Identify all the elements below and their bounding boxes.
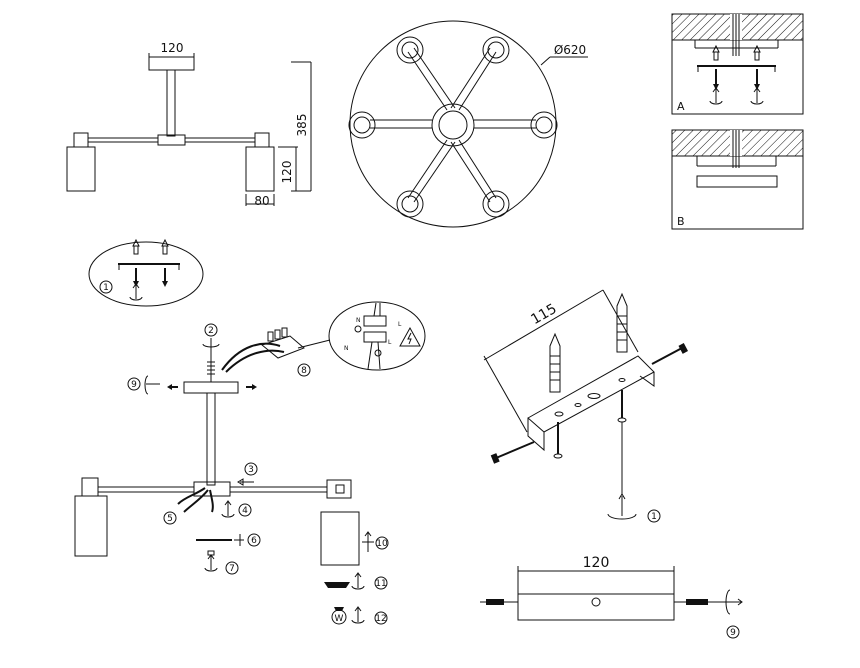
wire-n-top: N: [356, 317, 361, 324]
bolt: [495, 441, 535, 459]
panel-a-label: A: [677, 100, 685, 113]
step-9-badge-right: 9: [730, 628, 736, 638]
step-10-badge: 10: [376, 539, 388, 549]
step-2-badge: 2: [208, 326, 214, 336]
step-9-badge-left: 9: [131, 380, 137, 390]
stem: [166, 69, 176, 137]
canopy: [148, 56, 195, 71]
span-circle: [349, 20, 557, 228]
rotate-icon: [144, 375, 149, 395]
step-12-badge: 12: [375, 614, 386, 624]
lamp-holders: [348, 36, 558, 218]
wire-l-bottom: L: [388, 339, 392, 346]
stem: [206, 392, 216, 486]
shade-ring: [324, 582, 350, 588]
electric-hazard-icon: [399, 326, 421, 347]
rotate-icon: [725, 589, 731, 615]
bracket-front: 120 9: [480, 555, 743, 639]
supply-cable: [221, 342, 281, 371]
step-11-badge: 11: [375, 579, 386, 589]
side-elevation: 120 385 120 80: [66, 41, 312, 208]
canopy: [183, 381, 239, 394]
step-7-badge: 7: [229, 564, 235, 574]
wiring-detail: N L N L: [297, 301, 426, 371]
hub: [193, 481, 231, 497]
earth-icon: [374, 349, 382, 357]
shade-right: [320, 511, 360, 566]
mounted-bracket: [696, 175, 778, 188]
step-8-badge: 8: [301, 366, 307, 376]
step-4-badge: 4: [242, 506, 248, 516]
step-3-badge: 3: [248, 465, 254, 475]
diameter-dim: Ø620: [554, 43, 586, 57]
bracket-plate: [517, 570, 675, 621]
wall-plug: [549, 332, 561, 393]
shade-height-dim: 120: [280, 161, 294, 184]
panel-b: B: [671, 129, 804, 230]
shade-left: [74, 495, 108, 557]
bolt: [651, 347, 683, 365]
top-plan: Ø620: [348, 20, 588, 228]
shade-right: [245, 146, 275, 192]
panel-b-label: B: [677, 215, 685, 228]
wire-n-bottom: N: [344, 345, 349, 352]
wire-l-top: L: [398, 321, 402, 328]
canopy-width-dim: 120: [161, 41, 184, 55]
step-6-badge: 6: [251, 536, 257, 546]
earth-icon: [354, 325, 362, 333]
bulb-mark: W: [335, 614, 344, 624]
wall-plug: [616, 292, 628, 353]
total-height-dim: 385: [295, 114, 309, 137]
shade-width-dim: 80: [254, 194, 269, 208]
bracket-spacing-dim: 115: [528, 301, 559, 328]
bracket-perspective: 115 1: [483, 289, 688, 523]
rotate-icon: [607, 513, 637, 520]
shade-left: [66, 146, 96, 192]
bracket-width-dim: 120: [583, 555, 610, 571]
terminal-block: [260, 335, 305, 359]
hub: [157, 134, 186, 146]
step-1-detail: 1: [88, 238, 204, 307]
terminal-block-top: [363, 315, 387, 327]
panel-a: A: [671, 13, 804, 115]
step-1-badge-right: 1: [651, 512, 657, 522]
step-1-badge: 1: [103, 283, 109, 293]
main-assembly: 2 9 8 5 3: [74, 323, 389, 625]
terminal-block-bottom: [363, 331, 387, 343]
step-5-badge: 5: [167, 514, 173, 524]
